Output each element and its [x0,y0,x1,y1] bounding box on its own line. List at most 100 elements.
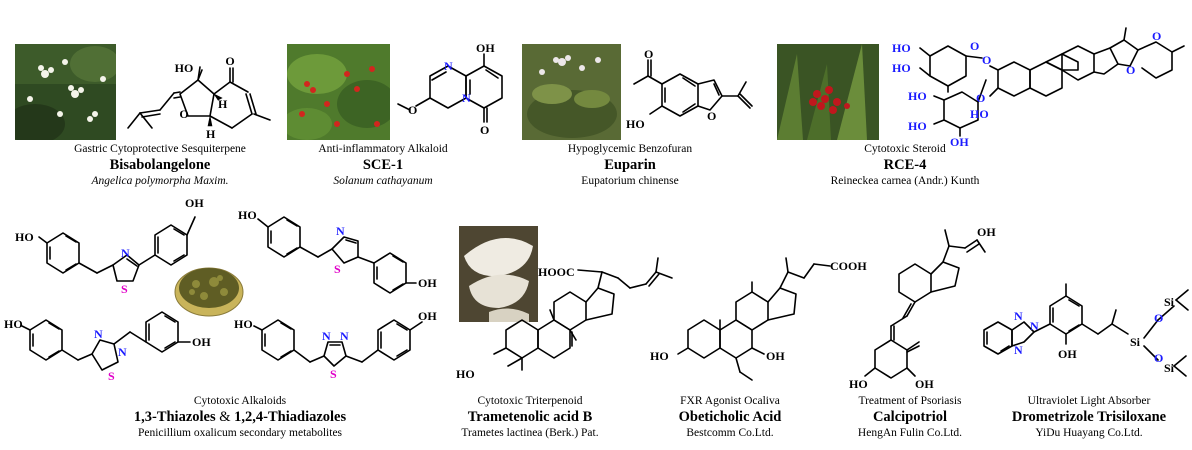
phenol-oh-left: HO [238,208,257,222]
thiadiazole-structure-2: HO N N S OH [234,309,437,381]
sugar-oh-2: HO [892,61,911,75]
phenol-oh-left: HO [15,230,34,244]
hydroxyl-3-label: HO [650,349,669,363]
silicon-top: Si [1164,295,1175,309]
card-obeticholic-acid: FXR Agonist Ocaliva Obeticholic Acid Bes… [630,395,830,440]
card-bisabolangelone: Gastric Cytoprotective Sesquiterpene Bis… [45,143,275,188]
category-label: Hypoglycemic Benzofuran [567,143,693,155]
h-label-top: H [218,97,228,111]
source-label: HengAn Fulin Co.Ltd. [857,427,963,439]
hydroxyl-ring-a-label: HO [849,377,868,391]
bridge-n-label: N [462,91,471,105]
source-label: Solanum cathayanum [333,175,433,187]
thiazole-structure-1: HO N S OH [15,196,204,296]
sugar2-ring-o: O [976,91,985,105]
carboxyl-label: COOH [830,259,867,273]
carboxyl-label: HOOC [538,265,575,279]
sugar-oh-3: HO [908,89,927,103]
siloxane-o-bottom: O [1154,351,1163,365]
silicon-center: Si [1130,335,1141,349]
reineckea-photo [777,44,879,140]
category-label: Gastric Cytoprotective Sesquiterpene [74,143,246,155]
trametes-photo [459,226,538,322]
thiadiazole-s: S [330,367,337,381]
thiazole-structure-2: HO N S OH [238,208,437,294]
compound-name: Trametenolic acid B [467,409,593,425]
thiadiazole-n1: N [322,329,331,343]
obeticholic-acid-structure: COOH HO OH [650,257,867,381]
sugar-oh-4: HO [908,119,927,133]
hydroxyl-ring-b-label: OH [915,377,934,391]
sugar-oh-1: HO [892,41,911,55]
phenol-oh-right: OH [418,309,437,323]
source-label: Angelica polymorpha Maxim. [91,175,229,187]
thiadiazole-n2: N [340,329,349,343]
phenol-oh-left: HO [4,317,23,331]
ketone-o-label: O [225,54,234,68]
thiazole-s: S [334,262,341,276]
thiadiazole-s: S [108,369,115,383]
source-label: Eupatorium chinense [581,175,679,187]
source-label: Penicillium oxalicum secondary metabolit… [137,427,343,439]
hydroxyl-label: OH [1058,347,1077,361]
hydroxyl-7-label: OH [766,349,785,363]
hydroxyl-label: OH [476,41,495,55]
glycoside-o: O [982,53,991,67]
eupatorium-photo [522,44,621,140]
category-label: Anti-inflammatory Alkaloid [318,143,448,155]
hydroxyl-label: HO [626,117,645,131]
source-label: Bestcomm Co.Ltd. [686,427,774,439]
compound-name: SCE-1 [362,157,404,173]
name-thiadiazoles: 1,2,4-Thiadiazoles [234,409,347,425]
spiro-o-1: O [1126,63,1135,77]
card-calcipotriol: Treatment of Psoriasis Calcipotriol Heng… [835,395,985,440]
compound-name: Euparin [604,157,656,173]
sce-1-structure: N N OH O O [397,41,503,137]
triazole-n3: N [1014,343,1023,357]
phenol-oh-right: OH [192,335,211,349]
thiazole-n: N [121,246,130,260]
siloxane-o-top: O [1154,311,1163,325]
compound-name: Calcipotriol [872,409,948,425]
triazole-n1: N [1014,309,1023,323]
hydroxyl-label: HO [175,61,194,75]
category-label: Treatment of Psoriasis [858,395,962,407]
calcipotriol-structure: OH HO OH [849,225,996,391]
category-label: Cytotoxic Steroid [864,143,946,155]
phenol-oh-right: OH [185,196,204,210]
compound-name: Drometrizole Trisiloxane [1011,409,1167,425]
name-thiazoles: 1,3-Thiazoles [133,409,216,425]
trametenolic-acid-b-structure: HOOC HO [456,257,673,381]
compound-name: RCE-4 [883,157,927,173]
drometrizole-trisiloxane-structure: N N N OH Si O Si O Si [983,283,1189,377]
silicon-bottom: Si [1164,361,1175,375]
card-rce-4: Cytotoxic Steroid RCE-4 Reineckea carnea… [795,143,1015,188]
source-label: Trametes lactinea (Berk.) Pat. [461,427,599,439]
thiadiazole-structure-1: HO N N S OH [4,311,211,383]
category-label: Cytotoxic Alkaloids [193,395,287,407]
source-label: Reineckea carnea (Andr.) Kunth [830,175,980,187]
rce-4-structure: HO HO O O HO HO OH O HO O O [892,27,1185,149]
ring-n-label: N [444,59,453,73]
category-label: Cytotoxic Triterpenoid [477,395,583,407]
compound-name: Obeticholic Acid [678,409,782,425]
sugar-ring-o: O [970,39,979,53]
category-label: FXR Agonist Ocaliva [680,395,780,407]
card-sce-1: Anti-inflammatory Alkaloid SCE-1 Solanum… [283,143,483,188]
card-euparin: Hypoglycemic Benzofuran Euparin Eupatori… [530,143,730,188]
euparin-structure: O O HO [626,47,753,131]
h-label-bottom: H [206,127,216,141]
spiro-o-2: O [1152,29,1161,43]
phenol-oh-left: HO [234,317,253,331]
ring-o-label: O [179,107,188,121]
source-label: YiDu Huayang Co.Ltd. [1035,427,1143,439]
thiazole-s: S [121,282,128,296]
petri-dish [174,252,244,322]
hydroxyl-chain-label: OH [977,225,996,239]
compound-name: Bisabolangelone [109,157,211,173]
compound-name: 1,3-Thiazoles & 1,2,4-Thiadiazoles [100,408,380,426]
card-drometrizole-trisiloxane: Ultraviolet Light Absorber Drometrizole … [1004,395,1174,440]
phenol-oh-right: OH [418,276,437,290]
thiazole-n: N [336,224,345,238]
